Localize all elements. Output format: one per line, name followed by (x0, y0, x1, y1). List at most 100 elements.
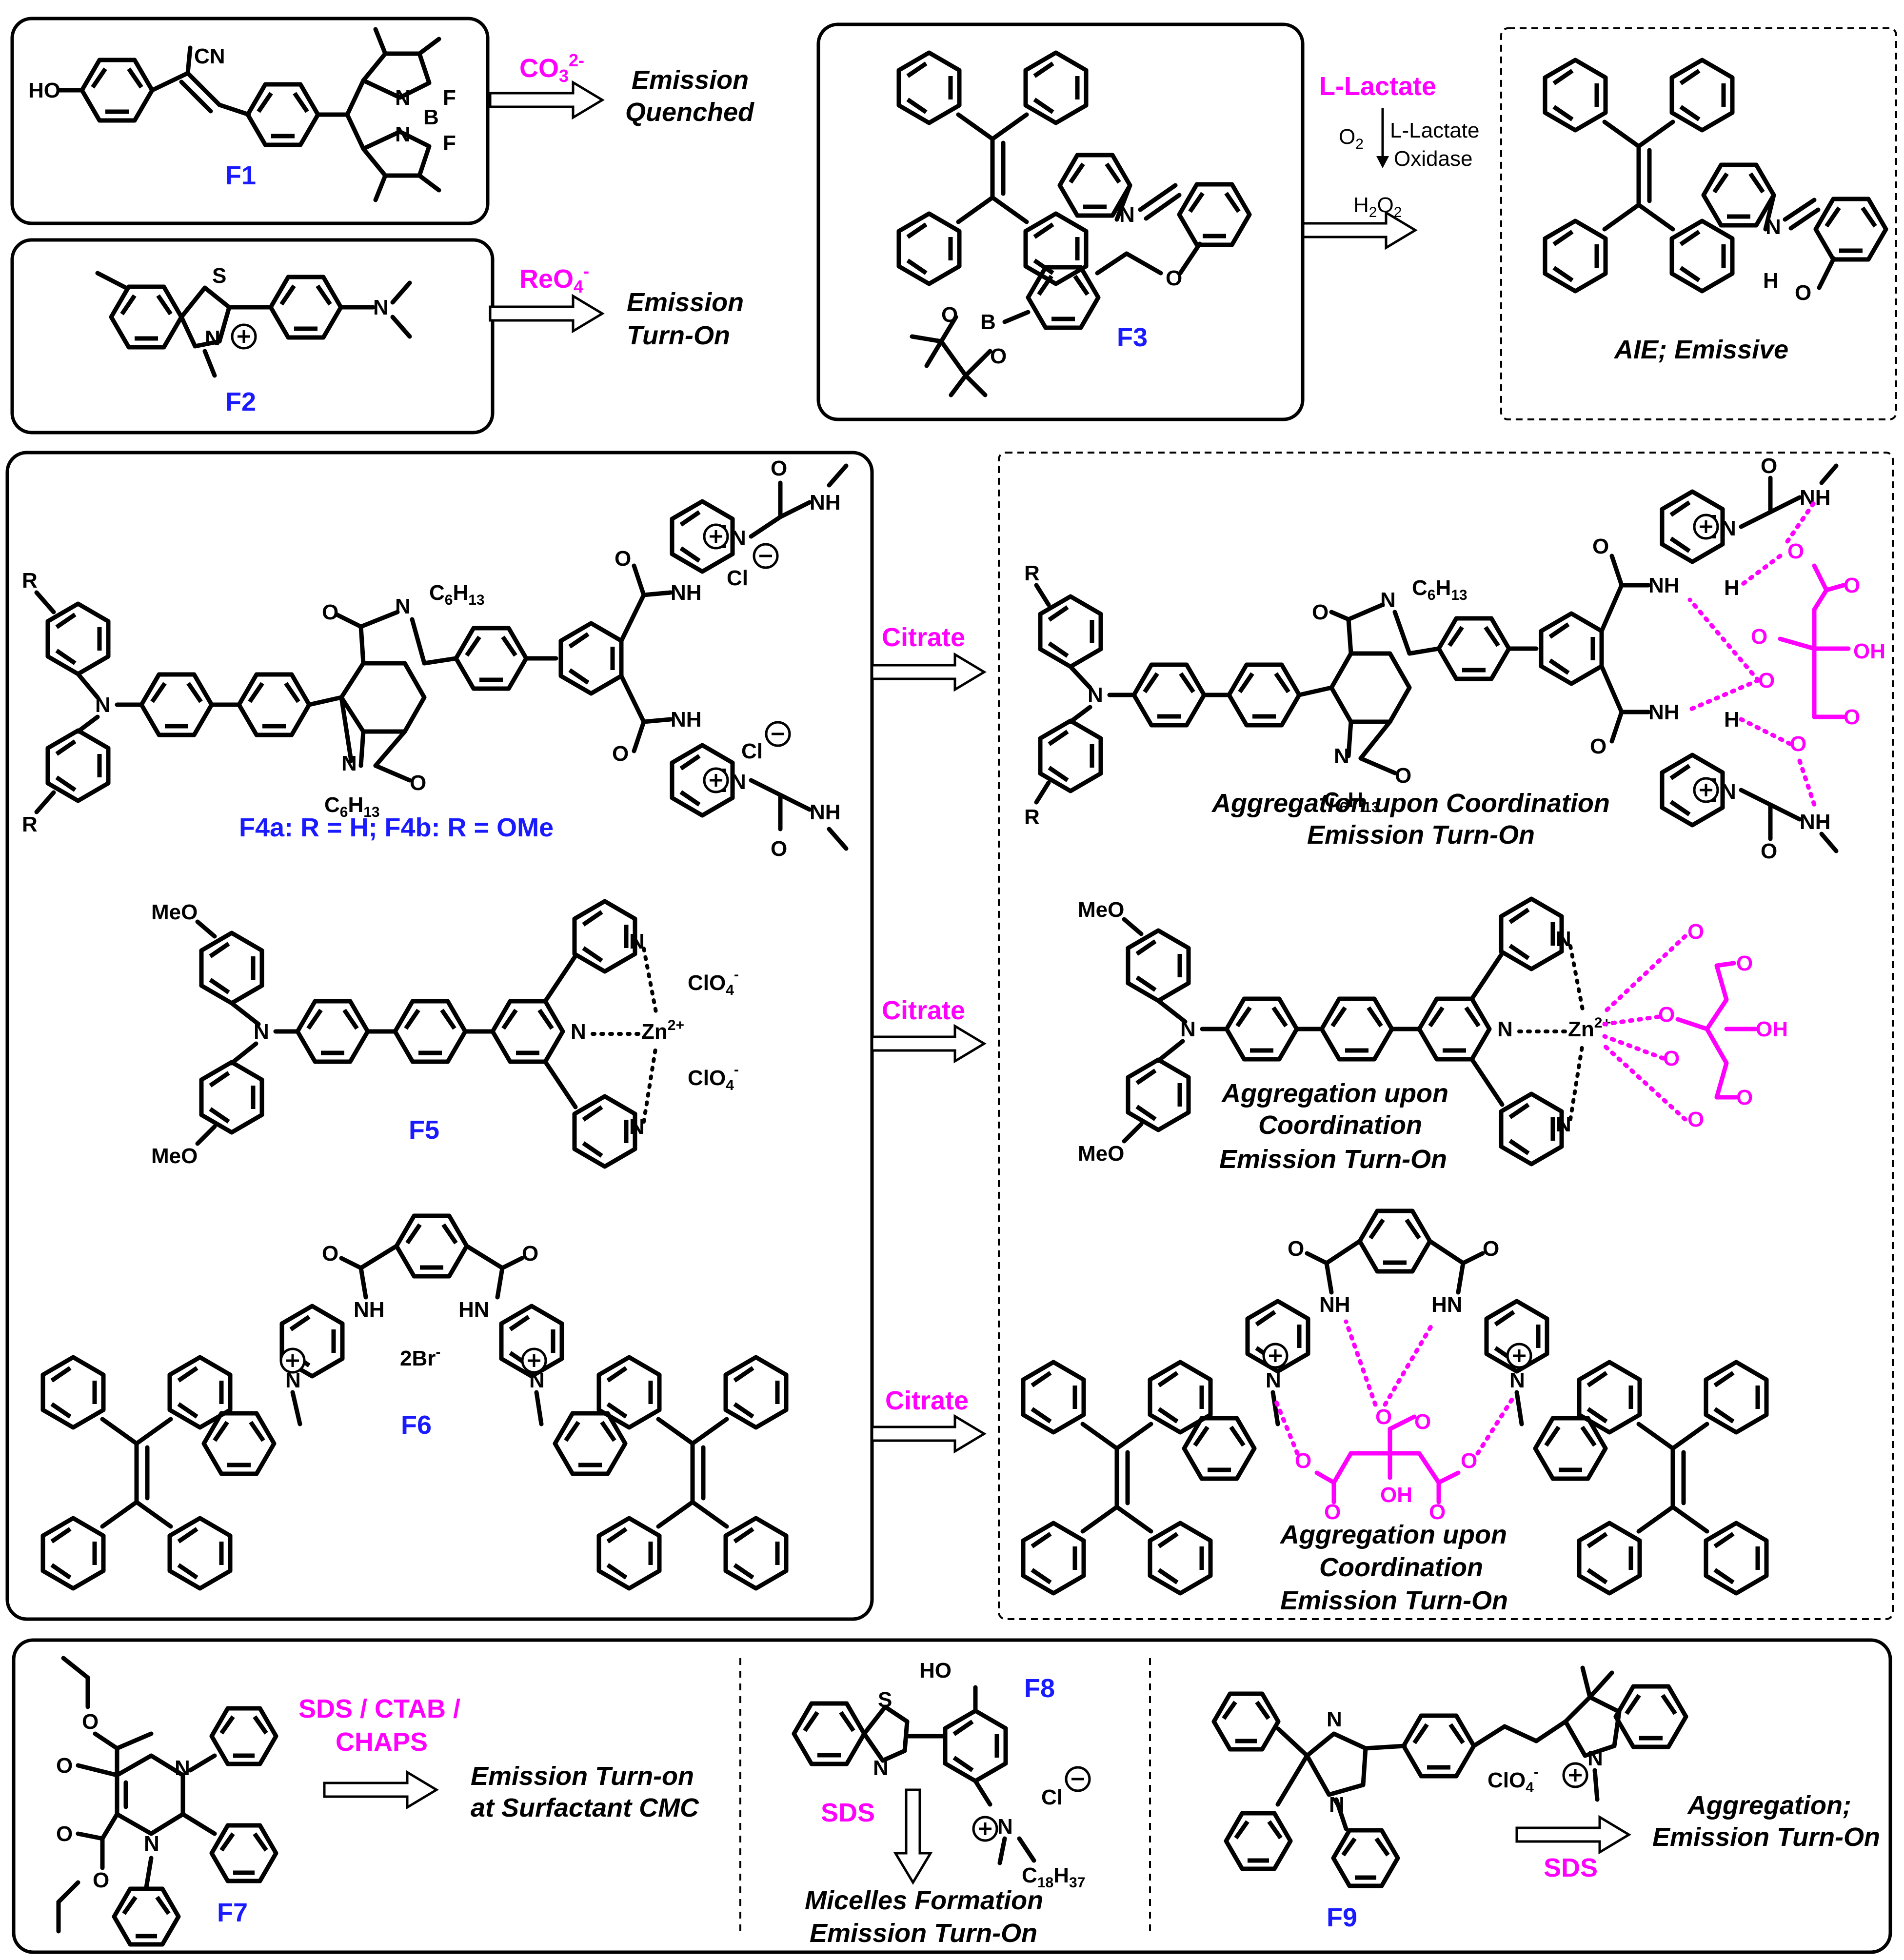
svg-text:NH: NH (810, 800, 841, 824)
svg-text:NH: NH (1319, 1293, 1350, 1317)
svg-text:O: O (1592, 535, 1609, 558)
analyte-citrate-1: Citrate (882, 623, 965, 652)
svg-text:O: O (612, 742, 629, 766)
svg-text:Cl: Cl (741, 739, 763, 763)
svg-text:Oxidase: Oxidase (1394, 147, 1472, 171)
outcome-f6-line3: Emission Turn-On (1280, 1586, 1508, 1615)
svg-text:S: S (878, 1688, 892, 1712)
structure-f6: O NH O HN N N 2Br- (43, 1216, 786, 1588)
atom-n-f2: N (205, 326, 220, 350)
atom-o-pin1: O (990, 344, 1007, 368)
arrow-f2 (490, 296, 602, 331)
outcome-f9-line1: Aggregation; (1686, 1791, 1851, 1820)
svg-text:N: N (529, 1368, 545, 1392)
hexyl-bottom: C6H13 (324, 793, 380, 820)
citrate-bound-f6: O O O O OH O O (1273, 1319, 1514, 1524)
label-f4: F4a: R = H; F4b: R = OMe (239, 813, 554, 842)
outcome-f5-line3: Emission Turn-On (1219, 1145, 1447, 1174)
svg-text:O: O (1736, 951, 1753, 975)
structure-f4: R N R O N C6H13 N O C6H13 O (22, 456, 849, 861)
arrow-f4 (872, 654, 984, 690)
label-f8: F8 (1024, 1674, 1055, 1703)
svg-text:O: O (56, 1822, 73, 1846)
structure-f9: N N N ClO4- (1214, 1665, 1686, 1886)
svg-text:O: O (1787, 539, 1804, 563)
atom-b: B (423, 105, 439, 129)
svg-text:R: R (1024, 805, 1040, 829)
svg-text:O: O (1844, 574, 1860, 597)
svg-text:MeO: MeO (1078, 898, 1124, 922)
svg-text:N: N (1587, 1746, 1603, 1770)
analyte-lactate: L-Lactate (1319, 72, 1436, 101)
atom-f-bottom: F (443, 131, 456, 155)
svg-text:NH: NH (1800, 810, 1831, 834)
svg-text:ClO4-: ClO4- (1488, 1764, 1539, 1796)
structure-f4-product: R N R O N C6H13 N O C6H13 O NH (1024, 454, 1839, 863)
svg-text:HN: HN (458, 1298, 490, 1322)
svg-text:O: O (1590, 734, 1606, 758)
svg-text:O: O (322, 600, 338, 624)
svg-text:MeO: MeO (1078, 1142, 1124, 1166)
svg-text:O: O (1324, 1500, 1341, 1524)
svg-text:N: N (254, 1020, 269, 1044)
svg-text:N: N (571, 1020, 586, 1044)
citrate-bound-f5: O O OH O O O O (1600, 920, 1788, 1131)
svg-text:Zn2+: Zn2+ (1568, 1015, 1611, 1041)
svg-text:Zn2+: Zn2+ (641, 1017, 684, 1044)
svg-text:O: O (522, 1242, 538, 1266)
svg-text:ClO4-: ClO4- (688, 967, 739, 998)
panel-f3 (816, 22, 1305, 421)
svg-text:R: R (22, 569, 38, 593)
structure-f2: S N N (95, 264, 412, 378)
svg-text:O: O (615, 547, 631, 571)
svg-text:H2O2: H2O2 (1353, 193, 1402, 220)
outcome-f8-line1: Micelles Formation (805, 1886, 1043, 1915)
svg-text:MeO: MeO (151, 1144, 198, 1168)
label-f9: F9 (1327, 1903, 1357, 1932)
arrow-f5 (872, 1026, 984, 1061)
svg-text:HO: HO (919, 1659, 952, 1683)
svg-text:N: N (1721, 780, 1736, 804)
outcome-f8-line2: Emission Turn-On (810, 1919, 1037, 1948)
analyte-sds-f9: SDS (1544, 1853, 1598, 1882)
atom-n-f4: N (95, 693, 111, 717)
svg-text:N: N (1327, 1707, 1342, 1731)
svg-text:N: N (1765, 215, 1781, 239)
label-f1: F1 (225, 161, 256, 190)
svg-text:O: O (56, 1754, 73, 1778)
outcome-f1-line1: Emission (632, 65, 749, 95)
atom-s: S (212, 264, 226, 288)
svg-text:N: N (1266, 1368, 1281, 1392)
outcome-f1-line2: Quenched (625, 98, 754, 127)
svg-text:O: O (1736, 1086, 1753, 1109)
analyte-surfactants-1: SDS / CTAB / (298, 1694, 460, 1723)
svg-text:O: O (1312, 600, 1329, 624)
svg-text:N: N (1180, 1017, 1196, 1041)
svg-text:OH: OH (1756, 1017, 1788, 1041)
analyte-carbonate: CO32- (519, 50, 584, 86)
svg-text:N: N (731, 770, 746, 794)
svg-text:O: O (1790, 732, 1806, 756)
svg-text:O: O (93, 1868, 109, 1892)
svg-text:O: O (82, 1710, 99, 1734)
outcome-f7-line1: Emission Turn-on (471, 1762, 694, 1791)
svg-text:N: N (1497, 1017, 1513, 1041)
svg-text:ClO4-: ClO4- (688, 1062, 739, 1093)
svg-text:O: O (1414, 1410, 1431, 1434)
svg-text:O: O (1663, 1047, 1680, 1070)
svg-text:O: O (1758, 669, 1775, 693)
svg-text:L-Lactate: L-Lactate (1390, 119, 1479, 142)
svg-text:O: O (771, 456, 787, 480)
panel-f1 (10, 17, 490, 225)
svg-text:NH: NH (354, 1298, 385, 1322)
outcome-f2-line1: Emission (627, 288, 744, 317)
outcome-f5-line1: Aggregation upon (1221, 1079, 1448, 1108)
svg-text:O: O (410, 771, 426, 795)
svg-text:H: H (1763, 269, 1779, 293)
panel-f3-product (1500, 27, 1897, 420)
label-f3: F3 (1117, 323, 1148, 352)
svg-text:O: O (1429, 1500, 1446, 1524)
atom-o-ether: O (1166, 266, 1182, 290)
structure-f3-product: N O H (1545, 60, 1886, 305)
